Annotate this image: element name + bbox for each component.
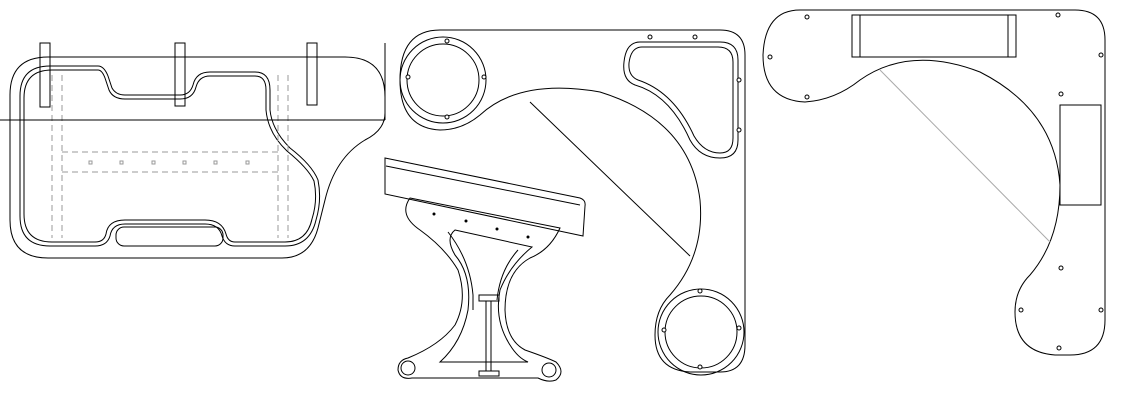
bench-holes	[432, 212, 530, 239]
corner-plate-right	[762, 9, 1106, 356]
bolt-holes	[405, 34, 742, 370]
corner-plate-with-rings	[399, 29, 746, 376]
bench-with-legs	[384, 157, 586, 382]
hole-marks	[88, 160, 250, 165]
desk-plate-left	[0, 42, 386, 259]
right-bolt-holes	[767, 12, 1104, 351]
